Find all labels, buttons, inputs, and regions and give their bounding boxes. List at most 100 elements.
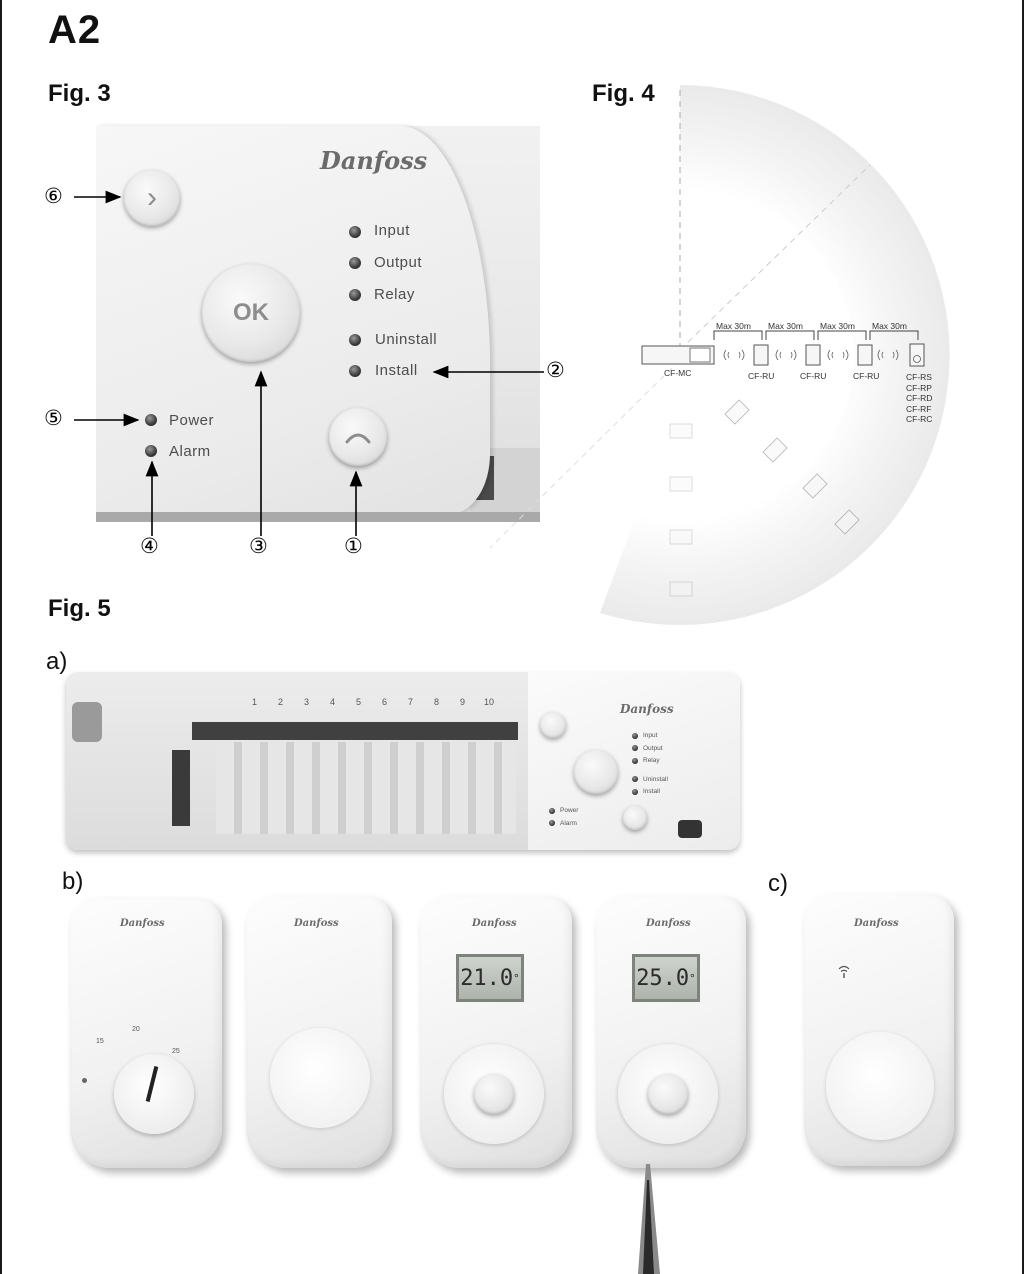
power-led [145,414,157,426]
repeater-icon-2 [805,344,821,366]
thermo2-cover [270,1028,370,1128]
channel-1: 1 [252,697,258,707]
channel-5: 5 [356,697,362,707]
fig5a-relay-label: Relay [643,757,660,764]
fig3-brand-logo: Danfoss [320,146,428,175]
repeater-unit: Danfoss [804,894,954,1166]
fig5a-uninstall-label: Uninstall [643,776,668,783]
repeater-label-2: CF-RU [800,371,826,381]
fig5a-output-led [632,745,638,751]
fig5-sub-b: b) [62,868,84,895]
dial-thermostat: Danfoss 15 20 25 [70,898,222,1168]
ok-label: OK [233,299,269,326]
repeater-brand: Danfoss [854,918,899,929]
fig5a-relay-led [632,758,638,764]
fig5a-alarm-label: Alarm [560,820,577,827]
repeater-label-3: CF-RU [853,371,879,381]
plain-thermostat: Danfoss [246,896,392,1168]
thermo4-navigation-ring[interactable] [618,1044,718,1144]
repeater-icon-3 [857,344,873,366]
thermo4-display: 25.0° [632,954,700,1002]
uninstall-led-label: Uninstall [375,331,438,348]
fig3-title: Fig. 3 [48,80,111,107]
channel-4: 4 [330,697,336,707]
callout-2: ② [546,359,565,382]
relay-led-label: Relay [374,286,415,303]
repeater-label-1: CF-RU [748,371,774,381]
uninstall-led [349,334,361,346]
repeater-icon-1 [753,344,769,366]
dial-min-dot [82,1078,87,1083]
thermo3-display: 21.0° [456,954,524,1002]
callout-4: ④ [140,535,159,558]
channel-9: 9 [460,697,466,707]
thermo4-brand: Danfoss [646,918,691,929]
thermo1-brand: Danfoss [120,918,165,929]
next-button[interactable]: › [124,170,180,226]
radio-signal-icons [723,349,899,361]
display-thermostat-2: Danfoss 25.0° [596,896,746,1168]
channel-3: 3 [304,697,310,707]
alarm-led-label: Alarm [169,443,211,460]
page-border-right [1022,0,1024,1274]
chevron-right-icon: › [147,181,157,214]
output-led [349,257,361,269]
fig5a-install-label: Install [643,788,660,795]
callout-6: ⑥ [44,185,63,208]
install-led-label: Install [375,362,418,379]
ok-button[interactable]: OK [202,264,300,362]
fig5a-output-label: Output [643,745,663,752]
max-label-2: Max 30m [768,321,803,331]
device-label-rf: CF-RF [906,403,932,414]
thermo4-unit: ° [689,971,696,985]
alarm-led [145,445,157,457]
device-label-rp: CF-RP [906,382,932,393]
input-led [349,226,361,238]
wireless-icon [838,965,850,978]
fig5a-up-button[interactable] [623,806,647,830]
fig5a-input-label: Input [643,732,658,739]
install-led [349,365,361,377]
dial-scale-15: 15 [96,1038,104,1045]
callout-3: ③ [249,535,268,558]
fig5a-input-led [632,733,638,739]
fig5a-brand-logo: Danfoss [620,702,674,716]
fig5-sub-a: a) [46,648,68,675]
thermo3-center-button[interactable] [474,1074,514,1114]
master-label: CF-MC [664,368,691,378]
fig5a-ok-button[interactable] [574,750,618,794]
channel-10: 10 [484,697,495,707]
thermo3-brand: Danfoss [472,918,517,929]
fig5a-alarm-led [549,820,555,826]
fig3-panel-base [96,512,540,522]
thermo4-temperature: 25.0 [636,965,690,991]
dial-scale-20: 20 [132,1026,140,1033]
input-led-label: Input [374,222,410,239]
fig5-title: Fig. 5 [48,595,111,622]
fig5a-install-led [632,789,638,795]
device-list: CF-RS CF-RP CF-RD CF-RF CF-RC [906,372,932,425]
thermo3-temperature: 21.0 [460,965,514,991]
page-border-left [0,0,2,1274]
thermo4-center-button[interactable] [648,1074,688,1114]
fig4-title: Fig. 4 [592,80,655,107]
thermo3-navigation-ring[interactable] [444,1044,544,1144]
max-label-3: Max 30m [820,321,855,331]
device-label-rc: CF-RC [906,414,933,424]
fig5a-next-button[interactable] [540,712,566,738]
power-led-label: Power [169,412,215,429]
relay-led [349,289,361,301]
chevron-up-icon [345,433,371,444]
channel-2: 2 [278,697,284,707]
callout-1: ① [344,535,363,558]
up-button[interactable] [329,408,387,466]
max-label-1: Max 30m [716,321,751,331]
page-title: A2 [48,8,102,52]
fig5a-power-label: Power [560,807,579,814]
thermo3-unit: ° [513,971,520,985]
fig5-sub-c: c) [768,870,788,897]
dial-scale-25: 25 [172,1048,180,1055]
